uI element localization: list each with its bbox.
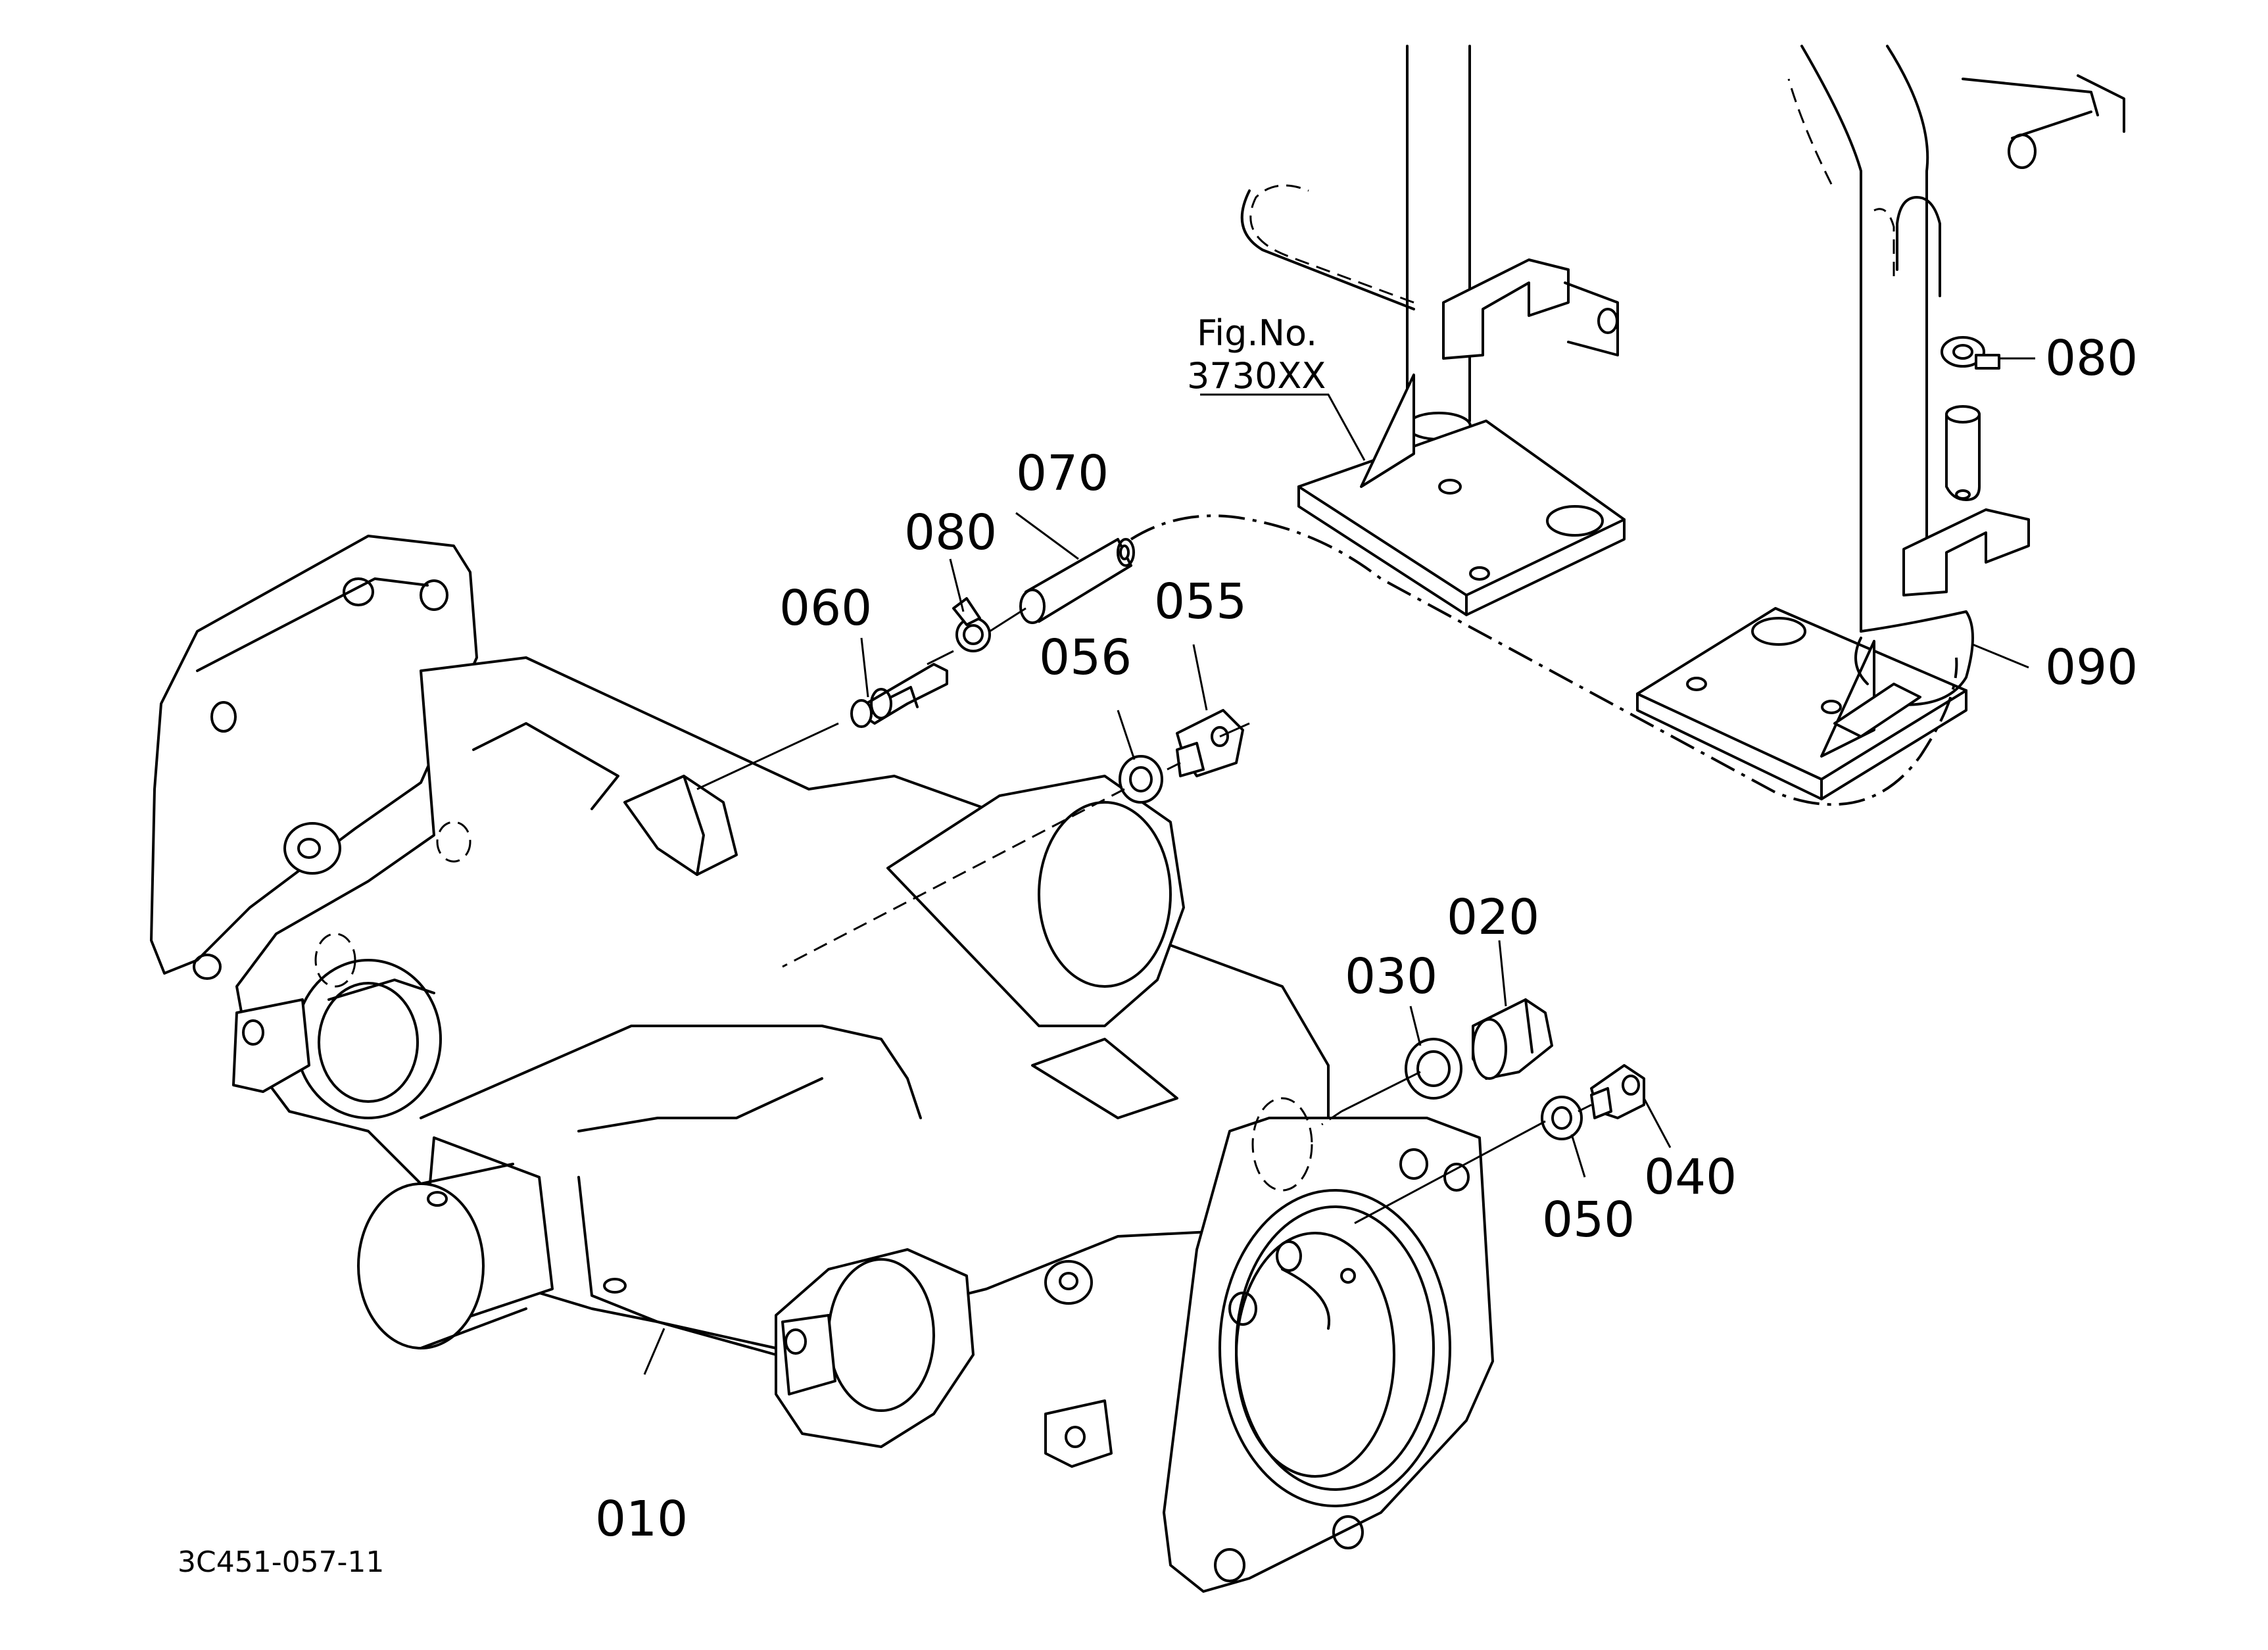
- label-080-left: 080: [904, 504, 997, 561]
- part-050-washer: [1541, 1096, 1583, 1140]
- fig-ref-line2: 3730XX: [1187, 355, 1326, 397]
- part-labels: 070 080 060 055 056 020 030 040 050 010 …: [178, 312, 2138, 1579]
- part-055-bolt: [1176, 709, 1244, 777]
- part-080-clamp-right: [1941, 336, 2000, 501]
- label-056: 056: [1039, 629, 1132, 686]
- part-080-clamp-left: [952, 597, 991, 652]
- drawing-code: 3C451-057-11: [178, 1545, 384, 1579]
- part-090-band: [1833, 610, 1974, 738]
- label-080-right: 080: [2045, 330, 2138, 387]
- axle-housing: [150, 535, 1494, 1593]
- part-020-plug: [1472, 998, 1553, 1080]
- part-070-pipe: [1019, 538, 1135, 624]
- part-030-washer: [1405, 1038, 1462, 1100]
- leader-lines: [643, 357, 2035, 1375]
- label-060: 060: [779, 580, 872, 637]
- frame-assembly: [1130, 45, 2125, 806]
- label-010: 010: [595, 1491, 688, 1547]
- label-070: 070: [1016, 445, 1109, 502]
- part-060-fitting: [850, 663, 948, 728]
- fig-ref-line1: Fig.No.: [1197, 312, 1317, 354]
- label-040: 040: [1644, 1149, 1737, 1205]
- label-030: 030: [1345, 948, 1437, 1005]
- label-050: 050: [1542, 1192, 1635, 1248]
- label-090: 090: [2045, 639, 2138, 696]
- part-040-bolt: [1590, 1064, 1645, 1119]
- part-056-washer: [1119, 755, 1163, 804]
- label-020: 020: [1447, 889, 1539, 946]
- label-055: 055: [1154, 573, 1247, 630]
